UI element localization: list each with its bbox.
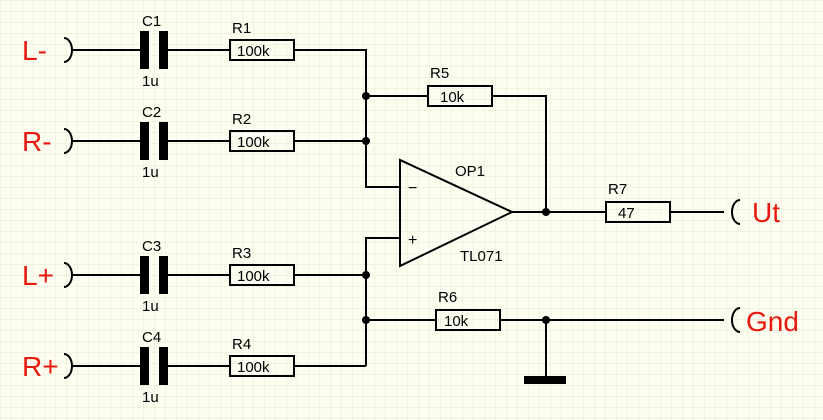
component-name: C3 xyxy=(142,238,161,255)
inverting-input-sign: − xyxy=(408,180,417,197)
connector-arc-icon xyxy=(731,199,741,225)
component-name: C2 xyxy=(142,104,161,121)
junction-dot xyxy=(362,271,370,279)
pin-l-minus: L- xyxy=(22,35,73,66)
opamp-triangle xyxy=(399,158,515,268)
component-value: 1u xyxy=(142,73,159,90)
connector-arc-icon xyxy=(63,353,73,379)
junction-dot xyxy=(362,316,370,324)
pin-gnd: Gnd xyxy=(731,306,799,337)
component-value: 100k xyxy=(237,359,270,376)
junction-dot xyxy=(542,208,550,216)
component-value: 100k xyxy=(237,268,270,285)
component-name: C4 xyxy=(142,329,161,346)
ground-symbol xyxy=(524,376,566,384)
resistor-body xyxy=(229,355,295,377)
capacitor-c1: C1 1u xyxy=(140,13,168,90)
pin-r-plus: R+ xyxy=(22,351,73,382)
capacitor-plate xyxy=(140,122,149,160)
component-name: R1 xyxy=(232,20,251,37)
pin-l-plus: L+ xyxy=(22,260,73,291)
pin-label: L+ xyxy=(22,260,54,291)
noninverting-input-sign: + xyxy=(408,232,417,249)
resistor-body xyxy=(229,39,295,61)
component-value: TL071 xyxy=(460,248,503,265)
capacitor-plate xyxy=(140,31,149,69)
pin-r-minus: R- xyxy=(22,126,73,157)
resistor-r1: R1 100k xyxy=(229,20,295,61)
component-value: 1u xyxy=(142,389,159,406)
capacitor-plate xyxy=(159,347,168,385)
resistor-r4: R4 100k xyxy=(229,336,295,377)
pin-label: R+ xyxy=(22,351,59,382)
resistor-r7: R7 47 xyxy=(605,181,671,223)
wires xyxy=(72,49,724,378)
capacitor-c2: C2 1u xyxy=(140,104,168,181)
resistor-body xyxy=(605,201,671,223)
junction-dot xyxy=(542,316,550,324)
junctions xyxy=(362,92,550,324)
resistor-body xyxy=(435,309,501,331)
pin-label: Ut xyxy=(752,197,780,228)
component-value: 100k xyxy=(237,134,270,151)
capacitor-plate xyxy=(140,347,149,385)
component-name: R4 xyxy=(232,336,251,353)
opamp-op1: − + OP1 TL071 xyxy=(399,158,515,268)
connector-arc-icon xyxy=(63,128,73,154)
component-value: 10k xyxy=(444,313,469,330)
capacitor-plate xyxy=(159,256,168,294)
capacitor-plate xyxy=(159,31,168,69)
component-value: 1u xyxy=(142,298,159,315)
pin-label: R- xyxy=(22,126,52,157)
component-name: R7 xyxy=(608,181,627,198)
capacitor-c3: C3 1u xyxy=(140,238,168,315)
capacitor-plate xyxy=(159,122,168,160)
component-value: 1u xyxy=(142,164,159,181)
component-name: C1 xyxy=(142,13,161,30)
junction-dot xyxy=(362,137,370,145)
pin-label: L- xyxy=(22,35,47,66)
component-name: R6 xyxy=(438,289,457,306)
resistor-r5: R5 10k xyxy=(427,65,493,107)
component-value: 100k xyxy=(237,43,270,60)
junction-dot xyxy=(362,92,370,100)
component-name: R2 xyxy=(232,111,251,128)
component-name: R3 xyxy=(232,245,251,262)
pin-ut: Ut xyxy=(731,197,780,228)
capacitor-c4: C4 1u xyxy=(140,329,168,406)
connector-arc-icon xyxy=(731,307,741,333)
component-name: R5 xyxy=(430,65,449,82)
resistor-r6: R6 10k xyxy=(435,289,501,331)
resistor-body xyxy=(229,264,295,286)
component-value: 47 xyxy=(618,205,635,222)
pin-label: Gnd xyxy=(746,306,799,337)
component-name: OP1 xyxy=(455,163,485,180)
resistor-r3: R3 100k xyxy=(229,245,295,286)
connector-arc-icon xyxy=(63,37,73,63)
connector-arc-icon xyxy=(63,262,73,288)
resistor-body xyxy=(229,130,295,152)
resistor-r2: R2 100k xyxy=(229,111,295,152)
resistor-body xyxy=(427,85,493,107)
component-value: 10k xyxy=(440,89,465,106)
capacitor-plate xyxy=(140,256,149,294)
